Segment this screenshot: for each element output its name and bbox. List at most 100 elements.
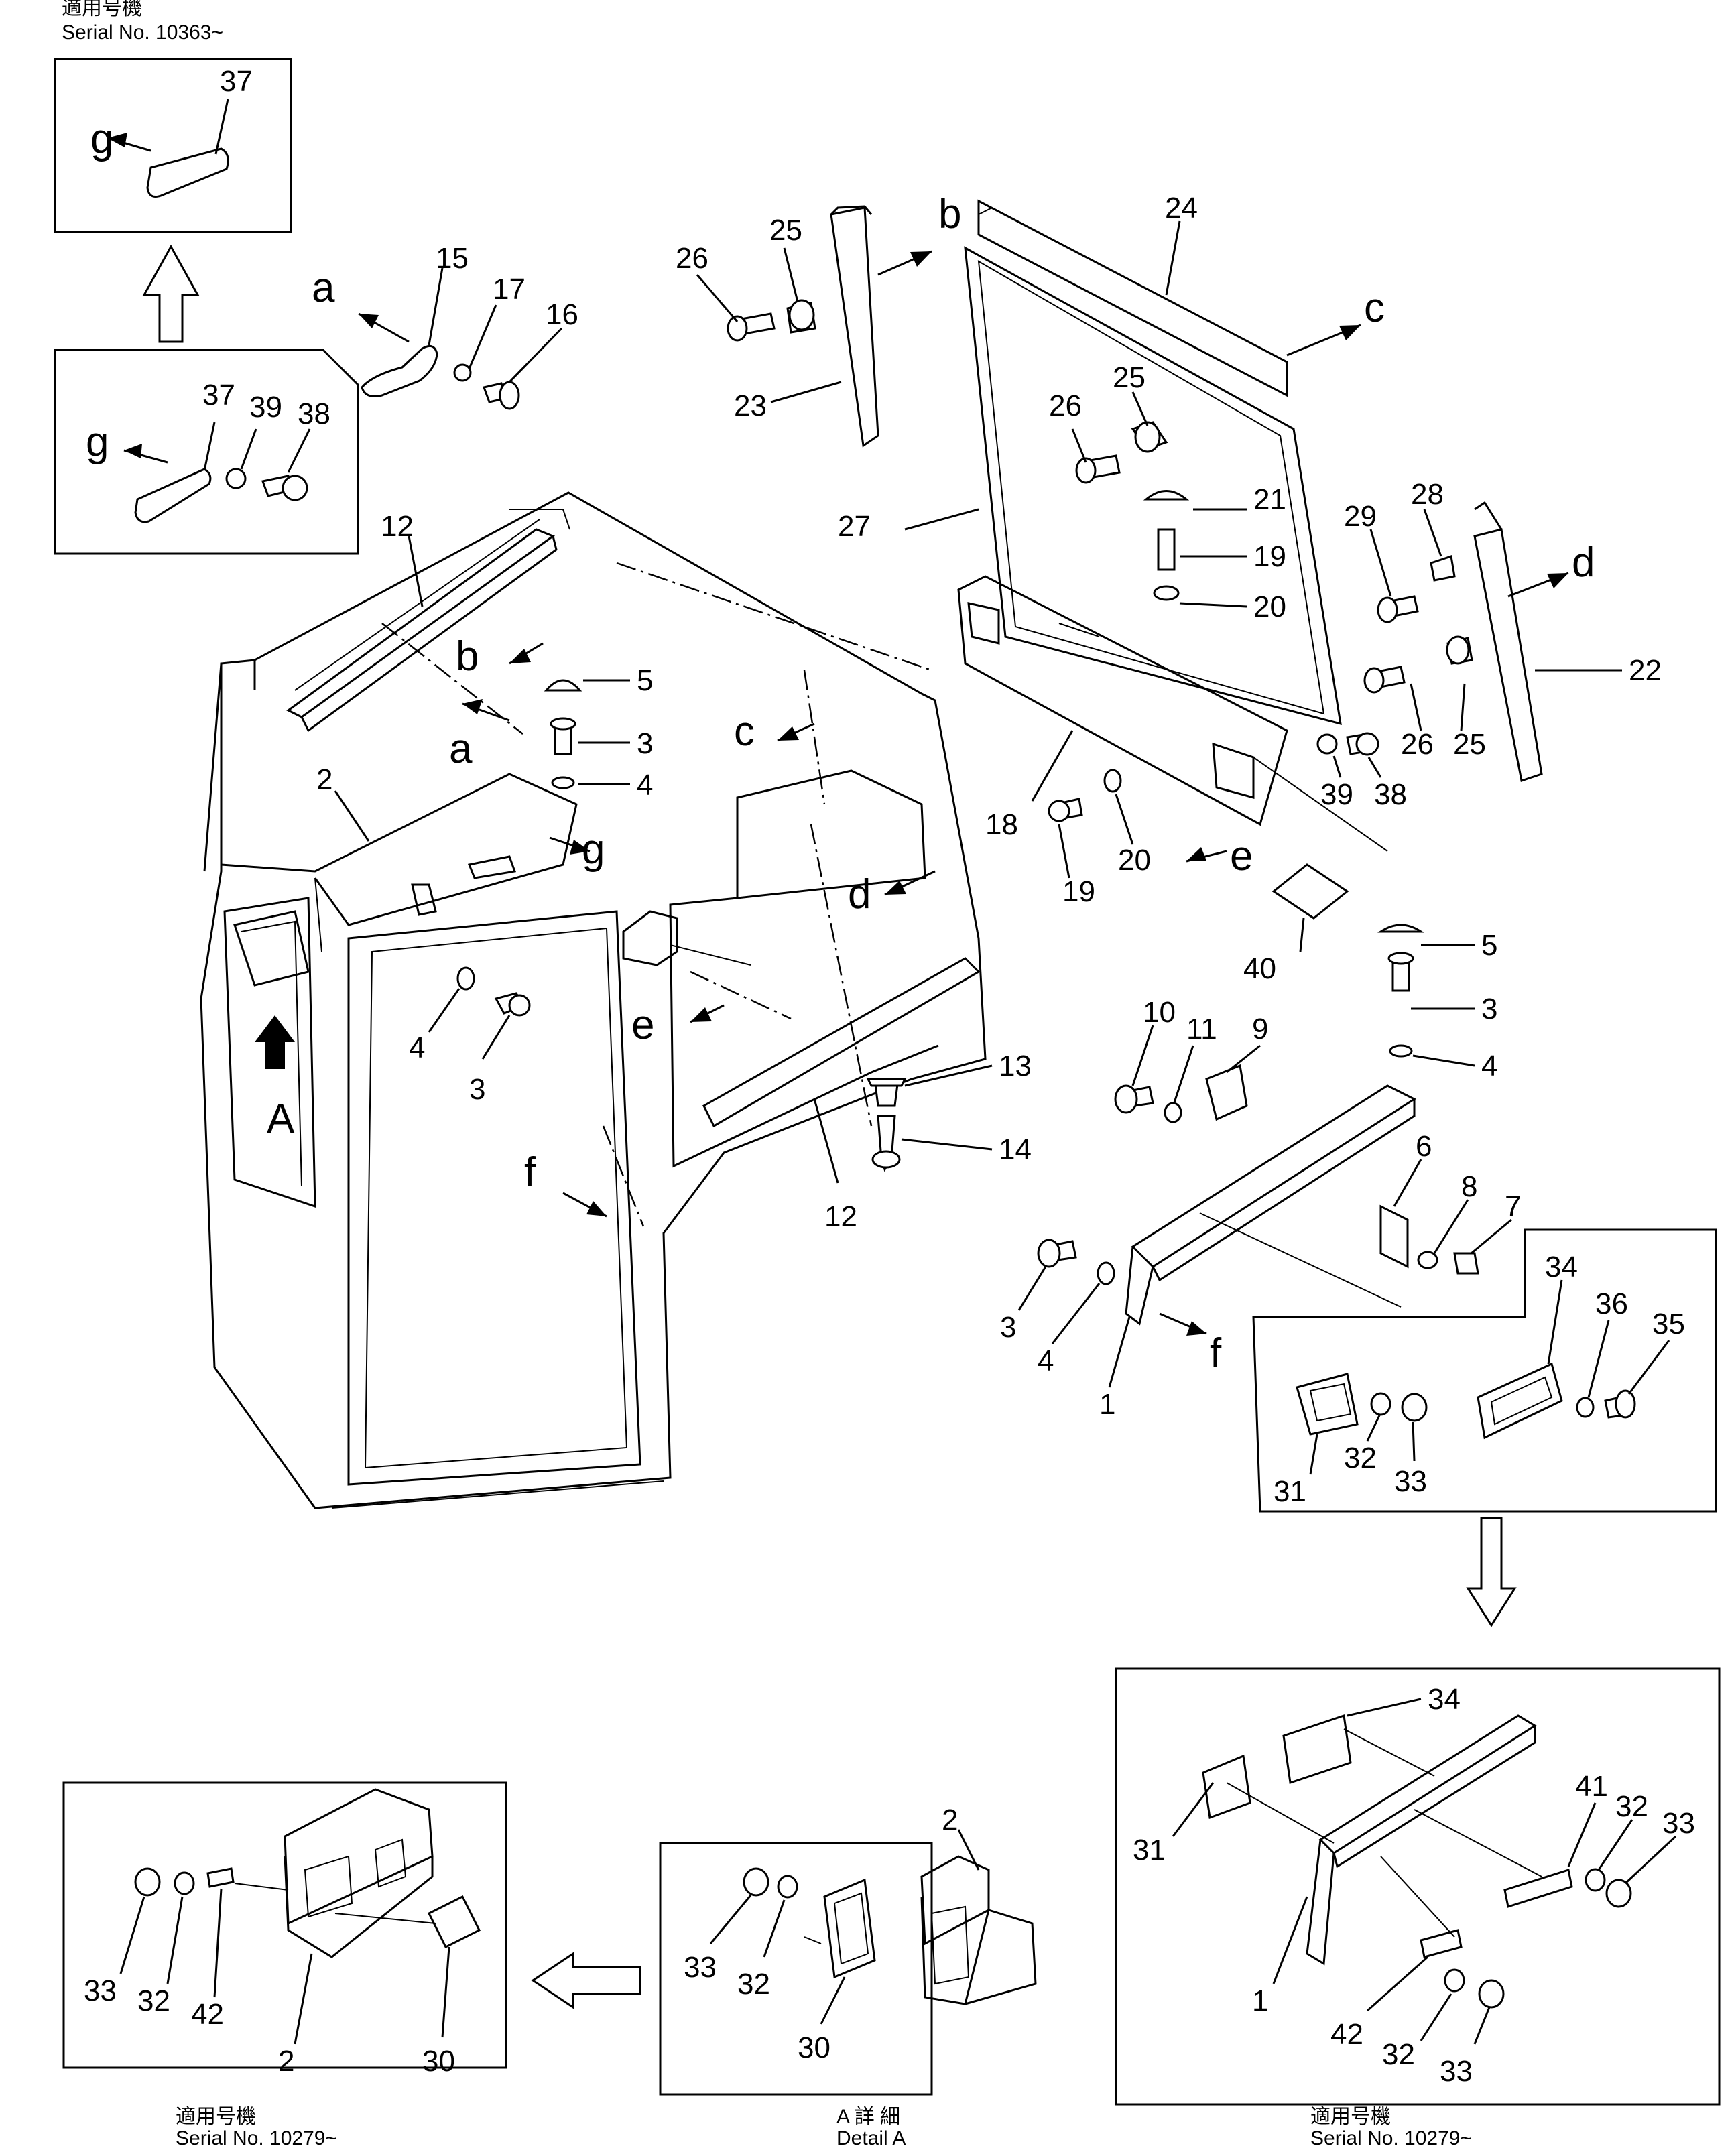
label-1: 1: [1099, 1388, 1115, 1421]
label-33: 33: [684, 1951, 717, 1984]
label-26: 26: [1401, 728, 1434, 761]
label-31: 31: [1274, 1475, 1306, 1508]
label-17: 17: [493, 273, 525, 306]
label-5: 5: [1481, 929, 1497, 962]
label-25: 25: [1453, 728, 1486, 761]
up-arrow-icon: [142, 244, 200, 343]
label-32: 32: [1344, 1442, 1377, 1474]
bracket-group: 5 3 4 10 11 9 6 8 7 3 4: [1000, 924, 1717, 1513]
label-d: d: [1572, 540, 1595, 586]
label-32: 32: [737, 1968, 770, 2001]
label-37: 37: [220, 65, 253, 98]
inset-bottom-right: 34 41 32 33 31 1 42 32 33: [1115, 1667, 1721, 2106]
caption-bottom-right-jp: 適用号機: [1310, 2106, 1391, 2128]
label-2: 2: [316, 763, 332, 796]
label-2: 2: [278, 2045, 294, 2078]
label-35: 35: [1652, 1308, 1685, 1340]
label-3: 3: [1481, 993, 1497, 1025]
label-28: 28: [1411, 478, 1444, 511]
grab-handle-part: [361, 344, 438, 397]
label-b: b: [938, 191, 961, 237]
inset-top-left-frame: [54, 58, 292, 233]
label-c: c: [1364, 285, 1385, 331]
label-29: 29: [1344, 500, 1377, 533]
label-12: 12: [824, 1200, 857, 1233]
label-3: 3: [469, 1073, 485, 1106]
inset-bottom-middle-frame: [659, 1842, 933, 2096]
label-33: 33: [84, 1974, 117, 2007]
handle-group: a 15 17 16: [312, 242, 578, 410]
label-39: 39: [1320, 778, 1353, 811]
label-A: A: [267, 1096, 295, 1142]
view-arrow-icon: [255, 1015, 295, 1069]
label-21: 21: [1253, 483, 1286, 516]
pillar-left-group: 25 26 23 b: [676, 191, 961, 448]
inset-bottom-left: 33 32 42 2 30: [62, 1781, 507, 2078]
inset-bottom-left-frame: [62, 1781, 507, 2069]
label-e: e: [631, 1002, 654, 1048]
label-38: 38: [1374, 778, 1407, 811]
label-23: 23: [734, 389, 767, 422]
label-20: 20: [1253, 590, 1286, 623]
label-a: a: [312, 265, 335, 311]
label-25: 25: [1113, 361, 1145, 394]
label-2: 2: [942, 1804, 958, 1836]
inset-top-left: 37 g: [54, 58, 292, 233]
down-arrow-icon: [1466, 1517, 1517, 1627]
label-38: 38: [298, 397, 330, 430]
caption-bottom-left-serial: Serial No. 10279~: [176, 2127, 337, 2149]
label-3: 3: [637, 727, 653, 760]
label-33: 33: [1394, 1465, 1427, 1498]
caption-bottom-left-jp: 適用号機: [176, 2106, 256, 2128]
inset-bottom-middle: 2 33 32 30: [659, 1804, 1037, 2096]
label-e: e: [1230, 833, 1253, 879]
label-12: 12: [381, 510, 414, 543]
label-33: 33: [1662, 1807, 1695, 1840]
inset-middle-left: 37 39 38 g: [54, 349, 359, 555]
cab-body: [200, 491, 987, 1509]
label-c: c: [734, 708, 755, 755]
label-b: b: [456, 633, 479, 680]
label-27: 27: [838, 510, 871, 543]
label-42: 42: [1330, 2018, 1363, 2051]
label-30: 30: [422, 2045, 455, 2078]
label-41: 41: [1575, 1770, 1608, 1803]
label-6: 6: [1416, 1130, 1432, 1163]
label-9: 9: [1252, 1013, 1268, 1046]
caption-top-left-jp: 適用号機: [62, 0, 142, 19]
label-f: f: [1210, 1330, 1222, 1377]
label-22: 22: [1629, 654, 1662, 687]
label-42: 42: [191, 1998, 224, 2031]
label-25: 25: [769, 214, 802, 247]
label-d: d: [848, 871, 871, 918]
label-32: 32: [1382, 2038, 1415, 2071]
label-f: f: [524, 1149, 536, 1196]
label-24: 24: [1165, 192, 1198, 225]
label-7: 7: [1505, 1190, 1521, 1223]
label-13: 13: [999, 1050, 1032, 1082]
label-4: 4: [1038, 1344, 1054, 1377]
label-31: 31: [1133, 1834, 1166, 1867]
label-32: 32: [1615, 1790, 1648, 1823]
label-40: 40: [1243, 952, 1276, 985]
label-33: 33: [1440, 2055, 1473, 2088]
caption-bottom-middle-en: Detail A: [836, 2127, 906, 2149]
main-callouts: a b c d e f g A 5 3 4 4 3 2 12 12: [255, 510, 1032, 1233]
label-36: 36: [1595, 1287, 1628, 1320]
label-g: g: [86, 419, 109, 465]
label-g: g: [582, 826, 605, 873]
label-32: 32: [137, 1984, 170, 2017]
label-19: 19: [1062, 875, 1095, 908]
window-group: 24 c 25 26 27 21 19 20 28 29 22 d 26 25 …: [838, 192, 1662, 985]
label-26: 26: [1049, 389, 1082, 422]
label-3: 3: [1000, 1311, 1016, 1344]
caption-bottom-middle-jp: A 詳 細: [836, 2106, 900, 2128]
label-g: g: [90, 116, 113, 162]
label-37: 37: [202, 379, 235, 412]
label-16: 16: [546, 298, 578, 331]
inset-middle-left-frame: [54, 349, 359, 555]
label-5: 5: [637, 664, 653, 697]
label-4: 4: [637, 769, 653, 802]
label-26: 26: [676, 242, 708, 275]
